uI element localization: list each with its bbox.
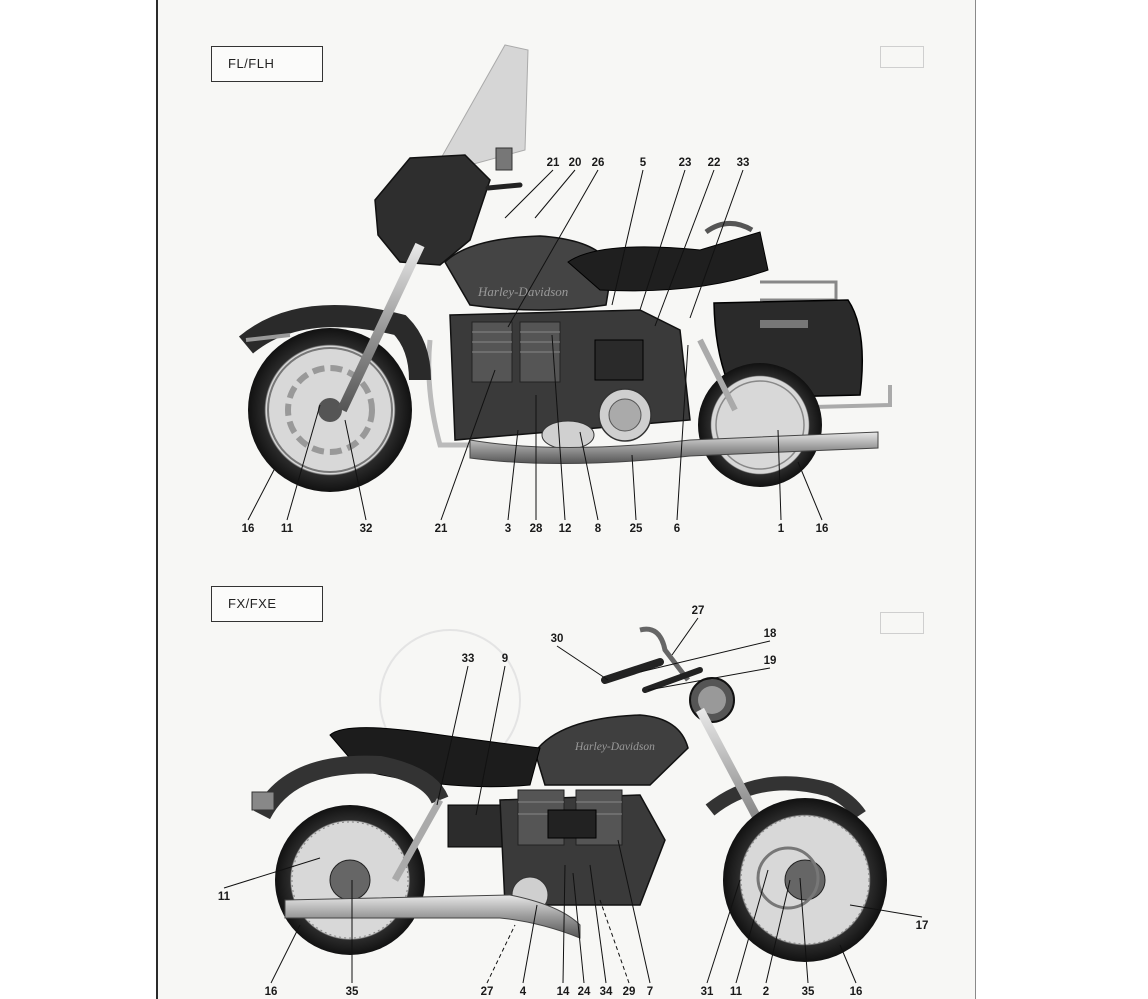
callout-number: 31 (701, 986, 714, 998)
callout-number: 1 (778, 523, 785, 535)
callout-number: 30 (551, 633, 564, 645)
callout-leader-line (486, 924, 516, 984)
callout-number: 34 (600, 986, 613, 998)
tank-logo-text: Harley-Davidson (477, 284, 568, 299)
callout-leader-line (223, 857, 321, 889)
callout-leader-line (475, 665, 506, 816)
callout-number: 16 (850, 986, 863, 998)
callout-number: 16 (242, 523, 255, 535)
callout-number: 28 (530, 523, 543, 535)
callout-number: 11 (281, 523, 294, 535)
callout-number: 23 (679, 157, 692, 169)
callout-number: 26 (592, 157, 605, 169)
callout-number: 11 (730, 986, 743, 998)
callout-leader-line (639, 169, 686, 311)
callout-leader-line (799, 877, 809, 984)
callout-leader-line (562, 864, 566, 984)
callout-leader-line (706, 879, 741, 984)
callout-leader-line (631, 454, 637, 521)
fx-fxe-motorcycle-photo: Harley-Davidson (251, 626, 887, 962)
fx-fxe-callouts: 27 30 18 19 33 9 11 17 16 35 27 4 14 24 34 29 7 31 11 2 35 16 (218, 605, 928, 998)
callout-number: 14 (557, 986, 570, 998)
callout-leader-line (579, 431, 599, 521)
callout-leader-line (440, 369, 496, 521)
callout-number: 21 (435, 523, 448, 535)
callout-leader-line (247, 467, 276, 521)
model-label-fl-flh: FL/FLH (211, 46, 323, 82)
callout-leader-line (654, 169, 715, 327)
callout-leader-line (270, 924, 301, 984)
callout-number: 2 (763, 986, 769, 998)
callout-number: 12 (559, 523, 572, 535)
callout-leader-line (617, 839, 651, 984)
callout-number: 35 (802, 986, 815, 998)
callout-number: 19 (764, 655, 777, 667)
callout-number: 33 (462, 653, 475, 665)
callout-leader-line (572, 872, 585, 984)
callout-leader-line (849, 904, 923, 918)
callout-number: 27 (692, 605, 705, 617)
callout-number: 32 (360, 523, 373, 535)
callout-leader-line (689, 169, 744, 319)
callout-number: 8 (595, 523, 602, 535)
callout-leader-line (551, 334, 566, 521)
callout-number: 33 (737, 157, 750, 169)
tank-logo-text: Harley-Davidson (574, 741, 655, 753)
bleed-through-label (880, 612, 924, 634)
callout-leader-line (344, 419, 367, 521)
callout-number: 17 (916, 920, 929, 932)
fl-flh-motorcycle-photo: Harley-Davidson (238, 44, 892, 492)
callout-leader-line (676, 344, 689, 521)
callout-leader-line (507, 429, 519, 521)
callout-leader-line (765, 879, 791, 984)
model-label-fx-fxe: FX/FXE (211, 586, 323, 622)
callout-number: 7 (647, 986, 653, 998)
callout-leader-line (534, 169, 576, 219)
callout-leader-line (735, 869, 769, 984)
callout-leader-line (611, 169, 644, 306)
callout-number: 4 (520, 986, 527, 998)
callout-leader-line (436, 665, 469, 806)
callout-number: 29 (623, 986, 636, 998)
callout-number: 35 (346, 986, 359, 998)
callout-number: 11 (218, 891, 231, 903)
callout-number: 22 (708, 157, 721, 169)
callout-number: 18 (764, 628, 777, 640)
callout-leader-line (504, 169, 554, 219)
bleed-through-label (880, 46, 924, 68)
callout-number: 5 (640, 157, 647, 169)
callout-leader-line (556, 645, 609, 681)
callout-leader-line (589, 864, 607, 984)
callout-number: 24 (578, 986, 591, 998)
callout-number: 25 (630, 523, 643, 535)
callout-number: 6 (674, 523, 680, 535)
callout-leader-line (286, 404, 321, 521)
callout-number: 27 (481, 986, 494, 998)
callout-number: 20 (569, 157, 582, 169)
callout-leader-line (647, 667, 771, 691)
callout-number: 16 (265, 986, 278, 998)
callout-number: 3 (505, 523, 511, 535)
callout-leader-line (639, 640, 771, 673)
callout-number: 9 (502, 653, 508, 665)
callout-leader-line (599, 899, 630, 984)
callout-leader-line (797, 461, 823, 521)
callout-leader-line (522, 904, 538, 984)
fl-flh-callouts: 21 20 26 5 23 22 33 16 11 32 21 3 28 12 8 25 6 1 16 (242, 157, 829, 535)
callout-leader-line (507, 169, 599, 328)
callout-leader-line (839, 944, 857, 984)
callout-leader-line (777, 429, 782, 521)
callout-leader-line (671, 617, 699, 656)
callout-number: 21 (547, 157, 560, 169)
callout-number: 16 (816, 523, 829, 535)
